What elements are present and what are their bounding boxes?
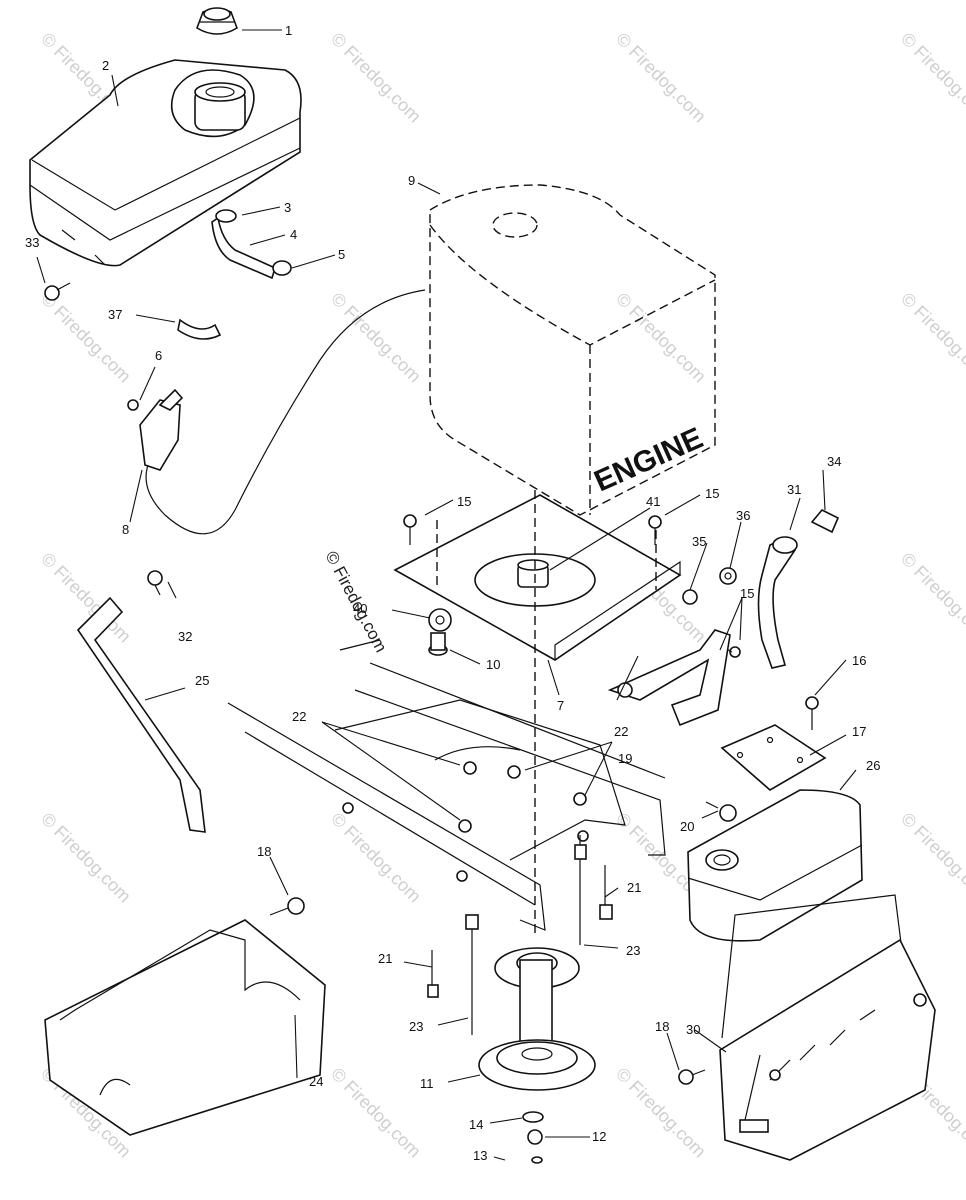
- callout-17: 17: [852, 724, 866, 739]
- callout-3: 3: [284, 200, 291, 215]
- shield-plate-part-17: [720, 724, 827, 791]
- watermark: © Firedog.com: [897, 809, 966, 907]
- callout-30: 30: [686, 1022, 700, 1037]
- engine-plate-part: [393, 490, 682, 935]
- callout-23a: 23: [626, 943, 640, 958]
- callout-37: 37: [108, 307, 122, 322]
- washer-part-14: [522, 1111, 544, 1123]
- callout-13: 13: [473, 1148, 487, 1163]
- watermark: © Firedog.com: [327, 29, 425, 127]
- callout-31: 26: [866, 758, 880, 773]
- bracket-part-36: [76, 596, 206, 833]
- callout-12: 12: [592, 1129, 606, 1144]
- watermark: © Firedog.com: [612, 1064, 710, 1162]
- callout-8: 8: [122, 522, 129, 537]
- callout-9: 9: [408, 173, 415, 188]
- bolt-part-21: [427, 865, 613, 998]
- callout-21b: 21: [378, 951, 392, 966]
- exhaust-pipe-part: [682, 509, 840, 669]
- fuel-tank-part: [29, 59, 302, 267]
- callout-10: 10: [486, 657, 500, 672]
- callout-18a: 18: [257, 844, 271, 859]
- watermark: © Firedog.com: [612, 29, 710, 127]
- callout-26: 33: [25, 235, 39, 250]
- callout-34: 36: [736, 508, 750, 523]
- callout-32: 34: [827, 454, 841, 469]
- callout-15b: 15: [705, 486, 719, 501]
- callout-16: 16: [852, 653, 866, 668]
- callout-22a: 22: [292, 709, 306, 724]
- exhaust-bracket-part: [607, 629, 731, 727]
- callout-1: 1: [285, 23, 292, 38]
- callout-22b: 22: [614, 724, 628, 739]
- callout-24: 24: [309, 1074, 323, 1089]
- callout-7: 7: [557, 698, 564, 713]
- bolt-part-20: [705, 801, 737, 822]
- callout-15c: 15: [740, 586, 754, 601]
- clip-part-37: [177, 318, 222, 340]
- callout-35: 32: [178, 629, 192, 644]
- callout-14: 14: [469, 1117, 483, 1132]
- throttle-control-part: [127, 289, 426, 535]
- callout-15a: 15: [457, 494, 471, 509]
- callout-6: 6: [155, 348, 162, 363]
- callout-21a: 21: [627, 880, 641, 895]
- watermark: © Firedog.com: [327, 1064, 425, 1162]
- watermark: © Firedog.com: [897, 549, 966, 647]
- watermark: © Firedog.com: [327, 289, 425, 387]
- bolt-part-35: [147, 570, 163, 596]
- cap-part-13: [531, 1156, 543, 1164]
- callout-40: 40: [353, 601, 367, 616]
- watermark: © Firedog.com: [612, 289, 710, 387]
- leader-lines: [36, 29, 857, 1161]
- fuel-cap-part: [196, 7, 238, 35]
- callout-33: 35: [692, 534, 706, 549]
- callout-18b: 18: [655, 1019, 669, 1034]
- muffler-guard-part: [719, 894, 936, 1161]
- guard-part-24: [44, 919, 326, 1136]
- nut-part-12: [527, 1129, 543, 1145]
- watermark: © Firedog.com: [37, 809, 135, 907]
- screw-part-16: [805, 696, 819, 730]
- callout-5: 5: [338, 247, 345, 262]
- fuel-hose-part: [211, 209, 292, 280]
- callout-20: 20: [680, 819, 694, 834]
- bolt-part-18: [269, 897, 706, 1085]
- watermark: © Firedog.com: [327, 809, 425, 907]
- callout-36: 25: [195, 673, 209, 688]
- watermark: © Firedog.com: [897, 29, 966, 127]
- spacer-part-10: [428, 632, 448, 656]
- screw-part-26: [44, 282, 71, 301]
- muffler-part: [687, 789, 863, 942]
- washer-part-40: [428, 608, 452, 632]
- bolt-part-15: [403, 514, 741, 658]
- callout-2: 2: [102, 58, 109, 73]
- callout-41: 41: [646, 494, 660, 509]
- rod-part-23: [465, 835, 587, 1035]
- callout-25: 31: [787, 482, 801, 497]
- callout-4: 4: [290, 227, 297, 242]
- engine-label: ENGINE: [589, 421, 708, 498]
- callout-23b: 23: [409, 1019, 423, 1034]
- watermark: © Firedog.com: [37, 289, 135, 387]
- watermark: © Firedog.com: [897, 289, 966, 387]
- callout-labels: 1 2 3 4 5 33 37 6 8 9 15 41 15 31 34 35 …: [25, 23, 880, 1163]
- chassis-frame-part: [227, 639, 666, 931]
- pulley-part: [478, 947, 596, 1091]
- callout-19: 19: [618, 751, 632, 766]
- callout-11: 11: [420, 1076, 434, 1091]
